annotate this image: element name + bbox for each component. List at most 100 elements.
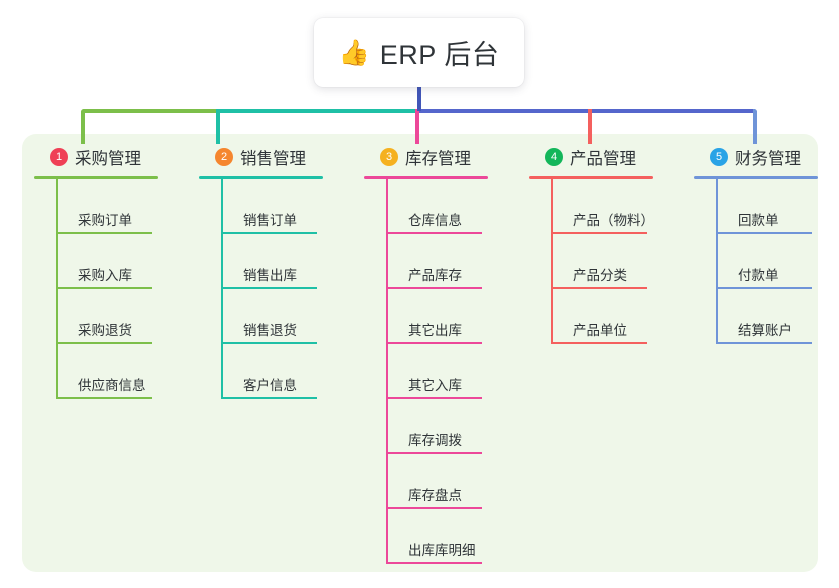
leaf-underline	[56, 397, 152, 399]
leaf-node-label: 仓库信息	[408, 213, 462, 228]
leaf-underline	[221, 342, 317, 344]
branch-title: 采购管理	[75, 150, 141, 168]
leaf-underline	[386, 232, 482, 234]
leaf-node[interactable]: 产品（物料）	[551, 179, 694, 234]
branch-title: 产品管理	[570, 150, 636, 168]
branch-header-4[interactable]: 4 产品管理	[529, 144, 694, 170]
leaf-underline	[716, 342, 812, 344]
root-node[interactable]: 👍 ERP 后台	[314, 18, 524, 87]
leaf-underline	[386, 397, 482, 399]
leaf-node[interactable]: 销售出库	[221, 234, 364, 289]
leaf-node-label: 产品单位	[573, 323, 627, 338]
branch-spine	[386, 179, 388, 564]
leaf-underline	[56, 232, 152, 234]
leaf-node-label: 其它入库	[408, 378, 462, 393]
branch-title: 财务管理	[735, 150, 801, 168]
leaf-underline	[386, 452, 482, 454]
leaf-node-label: 销售订单	[243, 213, 297, 228]
branch-drop-2	[216, 109, 220, 144]
branch-column-3: 3 库存管理仓库信息产品库存其它出库其它入库库存调拨库存盘点出库库明细	[364, 144, 529, 564]
leaf-node[interactable]: 结算账户	[716, 289, 839, 344]
leaf-underline	[551, 342, 647, 344]
leaf-node[interactable]: 回款单	[716, 179, 839, 234]
leaf-node-label: 付款单	[738, 268, 779, 283]
leaf-node[interactable]: 仓库信息	[386, 179, 529, 234]
branch-number-badge: 4	[545, 148, 563, 166]
branch-number-badge: 3	[380, 148, 398, 166]
branch-drop-4	[588, 109, 592, 144]
branch-spine	[716, 179, 718, 344]
leaf-node[interactable]: 库存盘点	[386, 454, 529, 509]
leaf-node[interactable]: 库存调拨	[386, 399, 529, 454]
leaf-node-label: 销售出库	[243, 268, 297, 283]
leaf-node-label: 采购退货	[78, 323, 132, 338]
leaf-node[interactable]: 其它入库	[386, 344, 529, 399]
leaf-node[interactable]: 付款单	[716, 234, 839, 289]
branch-children-list: 销售订单销售出库销售退货客户信息	[221, 179, 364, 399]
branch-children-list: 产品（物料） 产品分类产品单位	[551, 179, 694, 344]
leaf-node[interactable]: 销售订单	[221, 179, 364, 234]
bus-segment-green	[81, 109, 218, 113]
leaf-node-label: 回款单	[738, 213, 779, 228]
leaf-node[interactable]: 采购订单	[56, 179, 199, 234]
leaf-node[interactable]: 客户信息	[221, 344, 364, 399]
leaf-node-label: 客户信息	[243, 378, 297, 393]
diagram-background-panel	[22, 134, 818, 572]
leaf-node[interactable]: 其它出库	[386, 289, 529, 344]
leaf-node-label: 产品分类	[573, 268, 627, 283]
leaf-node-label: 出库库明细	[408, 543, 476, 558]
leaf-node-label: 产品库存	[408, 268, 462, 283]
leaf-underline	[56, 287, 152, 289]
leaf-underline	[551, 232, 647, 234]
leaf-node-label: 结算账户	[738, 323, 792, 338]
leaf-underline	[386, 562, 482, 564]
leaf-underline	[221, 232, 317, 234]
branch-spine	[551, 179, 553, 344]
branch-underline	[694, 176, 818, 179]
branch-header-3[interactable]: 3 库存管理	[364, 144, 529, 170]
leaf-node-label: 产品（物料）	[573, 213, 654, 228]
leaf-underline	[386, 287, 482, 289]
leaf-underline	[221, 397, 317, 399]
leaf-underline	[56, 342, 152, 344]
branch-children-list: 仓库信息产品库存其它出库其它入库库存调拨库存盘点出库库明细	[386, 179, 529, 564]
leaf-node[interactable]: 采购退货	[56, 289, 199, 344]
branch-number-badge: 2	[215, 148, 233, 166]
branch-number-badge: 5	[710, 148, 728, 166]
branch-header-5[interactable]: 5 财务管理	[694, 144, 839, 170]
branch-title: 库存管理	[405, 150, 471, 168]
leaf-node-label: 采购订单	[78, 213, 132, 228]
leaf-node[interactable]: 出库库明细	[386, 509, 529, 564]
branch-underline	[34, 176, 158, 179]
root-node-title: ERP 后台	[379, 40, 500, 70]
branch-children-list: 采购订单采购入库采购退货供应商信息	[56, 179, 199, 399]
branch-underline	[199, 176, 323, 179]
branch-column-5: 5 财务管理回款单付款单结算账户	[694, 144, 839, 344]
leaf-node[interactable]: 产品分类	[551, 234, 694, 289]
leaf-node-label: 销售退货	[243, 323, 297, 338]
leaf-underline	[551, 287, 647, 289]
leaf-node[interactable]: 采购入库	[56, 234, 199, 289]
leaf-node-label: 库存调拨	[408, 433, 462, 448]
leaf-node-label: 采购入库	[78, 268, 132, 283]
bus-segment-blue	[417, 109, 757, 113]
bus-segment-teal	[218, 109, 417, 113]
branch-drop-3	[415, 109, 419, 144]
branch-underline	[529, 176, 653, 179]
branch-spine	[221, 179, 223, 399]
leaf-node-label: 其它出库	[408, 323, 462, 338]
branch-underline	[364, 176, 488, 179]
leaf-node[interactable]: 产品库存	[386, 234, 529, 289]
leaf-underline	[386, 342, 482, 344]
leaf-node[interactable]: 销售退货	[221, 289, 364, 344]
leaf-underline	[221, 287, 317, 289]
root-stem-connector	[417, 87, 421, 111]
branch-drop-1	[81, 109, 85, 144]
thumbs-up-icon: 👍	[338, 38, 370, 67]
leaf-node[interactable]: 供应商信息	[56, 344, 199, 399]
leaf-node[interactable]: 产品单位	[551, 289, 694, 344]
